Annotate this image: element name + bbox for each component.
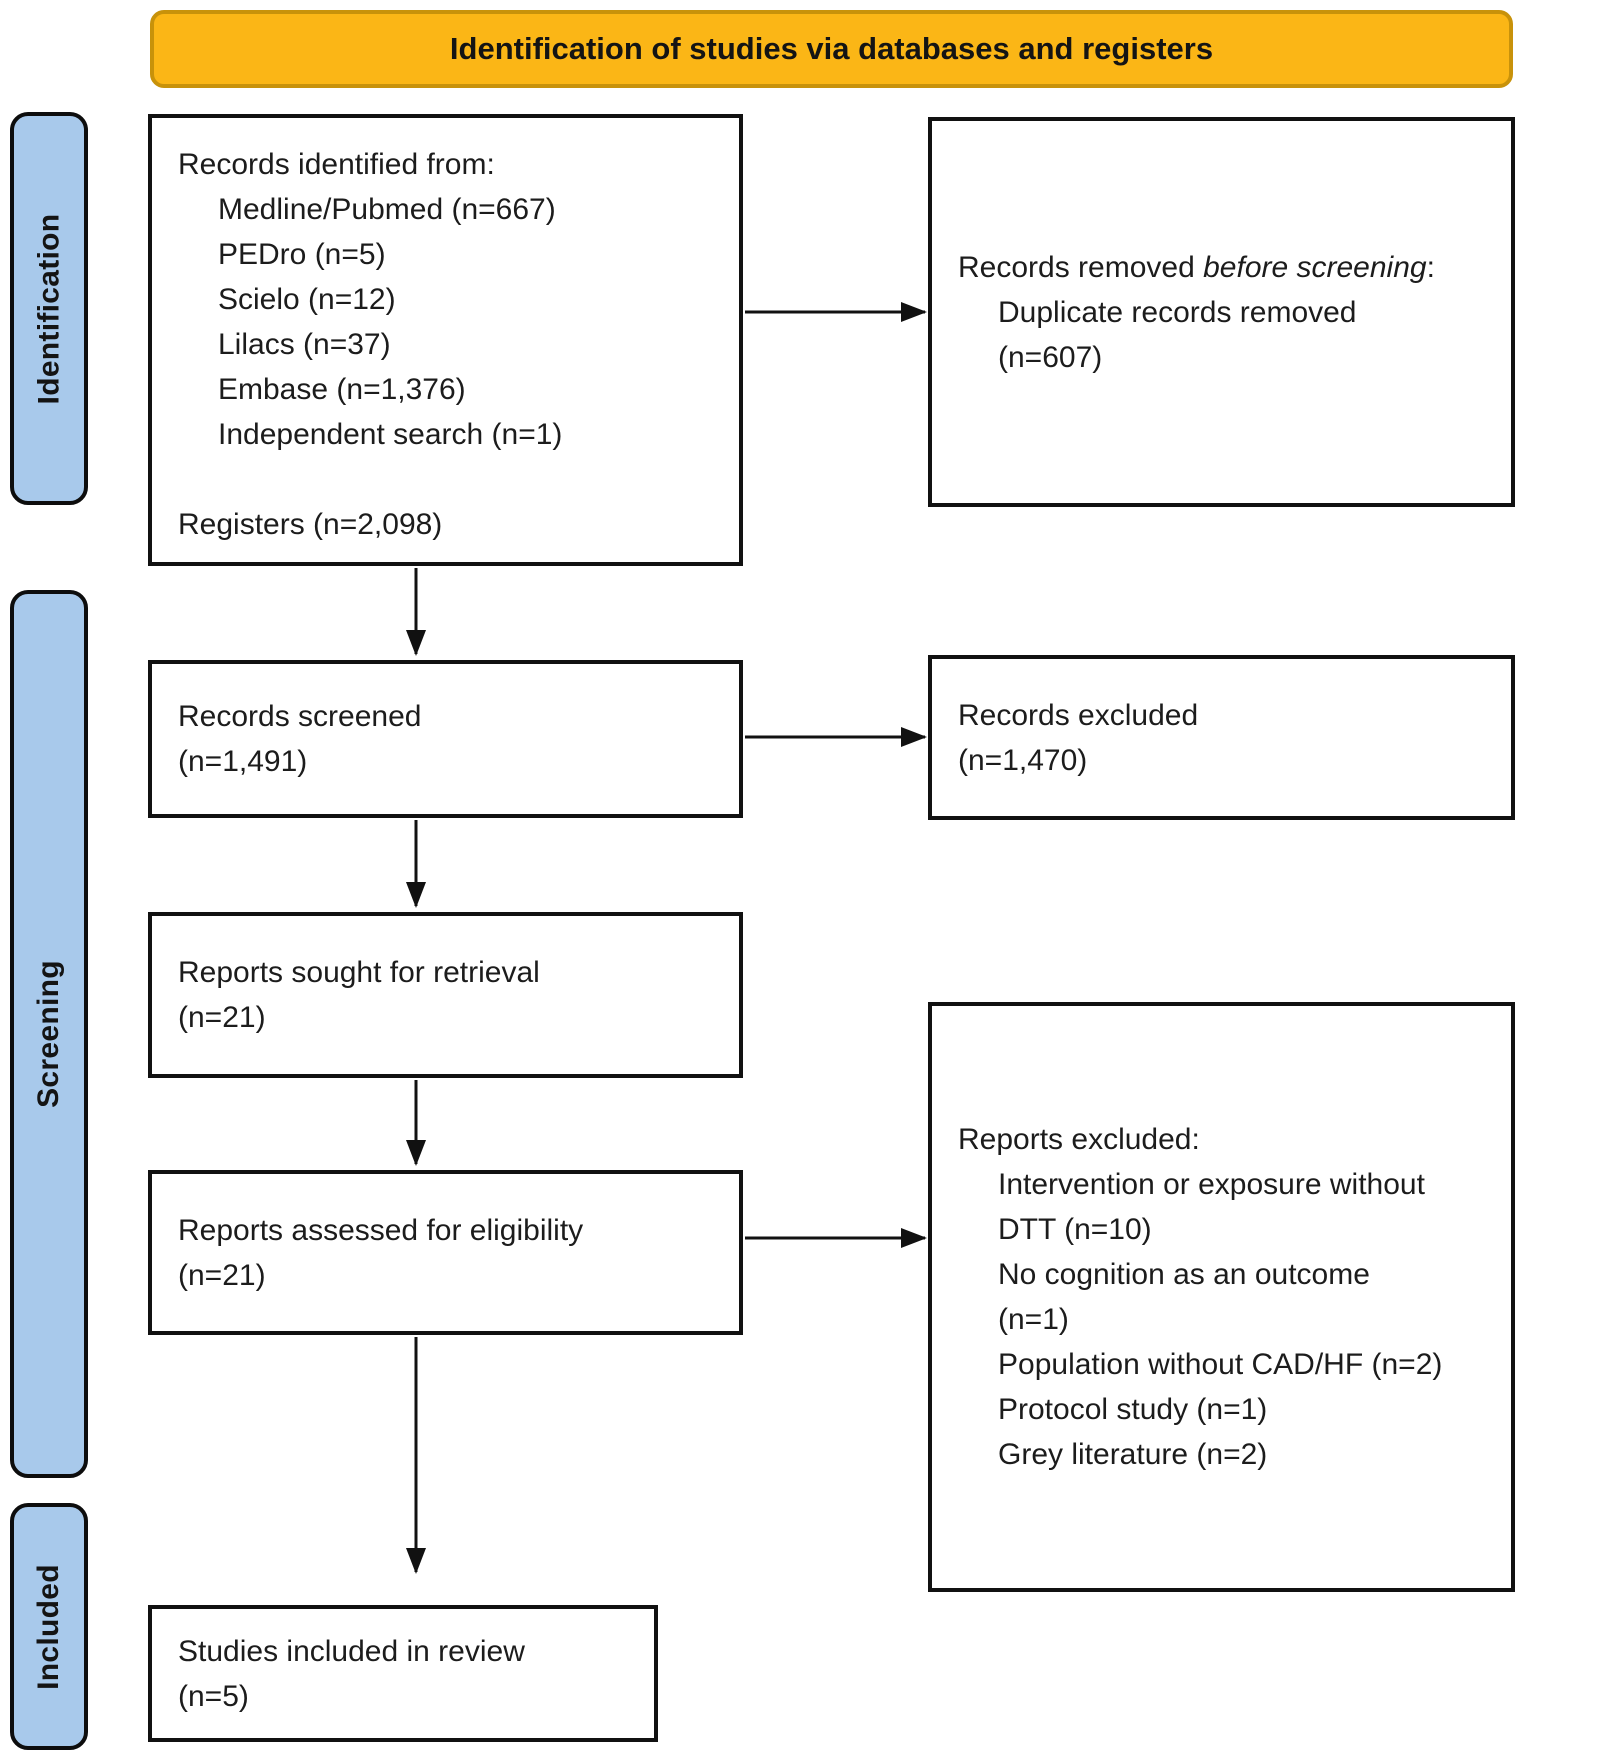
box-records-removed-before-screening: Records removed before screening: Duplica… xyxy=(928,117,1515,507)
text-line: Independent search (n=1) xyxy=(218,418,563,451)
text-line: Grey literature (n=2) xyxy=(998,1438,1268,1471)
text-line: Duplicate records removed xyxy=(998,295,1357,329)
stage-label-screening-text: Screening xyxy=(32,960,65,1108)
text-line: (n=1,470) xyxy=(958,743,1088,777)
stage-label-identification-text: Identification xyxy=(32,213,65,404)
text-line: Scielo (n=12) xyxy=(218,283,396,316)
box-reports-assessed-for-eligibility: Reports assessed for eligibility (n=21) xyxy=(148,1170,743,1335)
stage-label-included-text: Included xyxy=(32,1563,65,1690)
box-studies-included-in-review: Studies included in review (n=5) xyxy=(148,1605,658,1742)
text-line: Reports sought for retrieval xyxy=(178,956,540,989)
text-line: Protocol study (n=1) xyxy=(998,1393,1268,1426)
text-line: Registers (n=2,098) xyxy=(178,508,443,541)
text-line: (n=21) xyxy=(178,1258,266,1292)
stage-label-included: Included xyxy=(10,1503,88,1750)
stage-label-screening: Screening xyxy=(10,590,88,1478)
banner-title: Identification of studies via databases … xyxy=(150,10,1513,88)
text-line: Records excluded xyxy=(958,698,1199,732)
box-reports-excluded: Reports excluded: Intervention or exposur… xyxy=(928,1002,1515,1592)
text-line: No cognition as an outcome xyxy=(998,1258,1370,1291)
text-line: Population without CAD/HF (n=2) xyxy=(998,1348,1443,1381)
text-line: Studies included in review xyxy=(178,1634,525,1668)
text-line: (n=1,491) xyxy=(178,745,308,778)
text-line: PEDro (n=5) xyxy=(218,238,386,271)
box-records-excluded: Records excluded (n=1,470) xyxy=(928,655,1515,820)
box-reports-sought-for-retrieval: Reports sought for retrieval (n=21) xyxy=(148,912,743,1078)
text-line: (n=1) xyxy=(998,1303,1069,1336)
text-line: Records screened xyxy=(178,700,422,733)
text-line xyxy=(178,457,731,502)
text-line: Lilacs (n=37) xyxy=(218,328,391,361)
text-line: DTT (n=10) xyxy=(998,1213,1152,1246)
text-line: Records removed before screening: xyxy=(958,250,1435,284)
box-records-screened: Records screened (n=1,491) xyxy=(148,660,743,818)
text-line: Reports assessed for eligibility xyxy=(178,1213,584,1247)
text-line: Reports excluded: xyxy=(958,1123,1200,1156)
text-line: Intervention or exposure without xyxy=(998,1168,1425,1201)
stage-label-identification: Identification xyxy=(10,112,88,505)
text-line: Medline/Pubmed (n=667) xyxy=(218,193,556,226)
text-line: (n=5) xyxy=(178,1679,249,1713)
text-line: Records identified from: xyxy=(178,148,495,181)
box-records-identified: Records identified from: Medline/Pubmed (… xyxy=(148,114,743,566)
text-line: (n=21) xyxy=(178,1001,266,1034)
text-line: Embase (n=1,376) xyxy=(218,373,466,406)
text-line: (n=607) xyxy=(998,340,1103,374)
